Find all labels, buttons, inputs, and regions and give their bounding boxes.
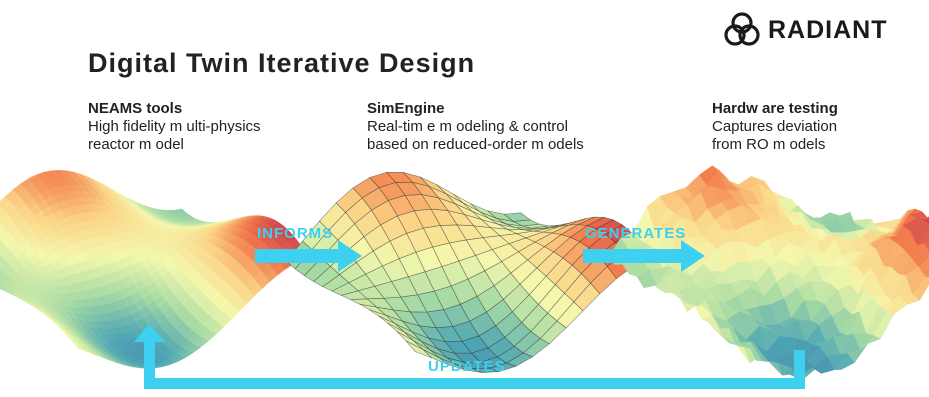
surface-plot-neams bbox=[0, 169, 309, 369]
stage-line: reactor m odel bbox=[88, 136, 184, 153]
stage-line: from RO m odels bbox=[712, 136, 826, 153]
stage-caption-neams: NEAMS tools High fidelity m ulti-physics… bbox=[88, 100, 261, 154]
surface-plot-hardware bbox=[607, 165, 929, 381]
trefoil-knot-icon bbox=[724, 12, 760, 46]
stage-line: Captures deviation bbox=[712, 118, 838, 135]
surface-cell bbox=[503, 212, 531, 222]
surface-cell bbox=[173, 208, 187, 215]
stage-line: High fidelity m ulti-physics bbox=[88, 118, 261, 135]
surface-plot-simengine bbox=[285, 171, 651, 373]
informs-arrow bbox=[255, 240, 362, 272]
generates-arrow bbox=[583, 240, 705, 272]
brand-name: RADIANT bbox=[768, 15, 888, 44]
surface-cell bbox=[829, 212, 851, 217]
stage-heading: NEAMS tools bbox=[88, 100, 183, 117]
generates-label: GENERATES bbox=[585, 225, 687, 242]
stage-line: based on reduced-order m odels bbox=[367, 136, 584, 153]
updates-arrow bbox=[134, 324, 805, 389]
stage-caption-hardware: Hardw are testing Captures deviation fro… bbox=[712, 100, 838, 154]
informs-label: INFORMS bbox=[257, 225, 334, 242]
brand-logo: RADIANT bbox=[722, 10, 888, 50]
surface-cell bbox=[924, 241, 929, 252]
stage-heading: SimEngine bbox=[367, 100, 445, 117]
stage-line: Real-tim e m odeling & control bbox=[367, 118, 568, 135]
stage-caption-simengine: SimEngine Real-tim e m odeling & control… bbox=[367, 100, 584, 154]
updates-label: UPDATES bbox=[428, 358, 506, 375]
stage-heading: Hardw are testing bbox=[712, 100, 838, 117]
page-title: Digital Twin Iterative Design bbox=[88, 48, 476, 78]
